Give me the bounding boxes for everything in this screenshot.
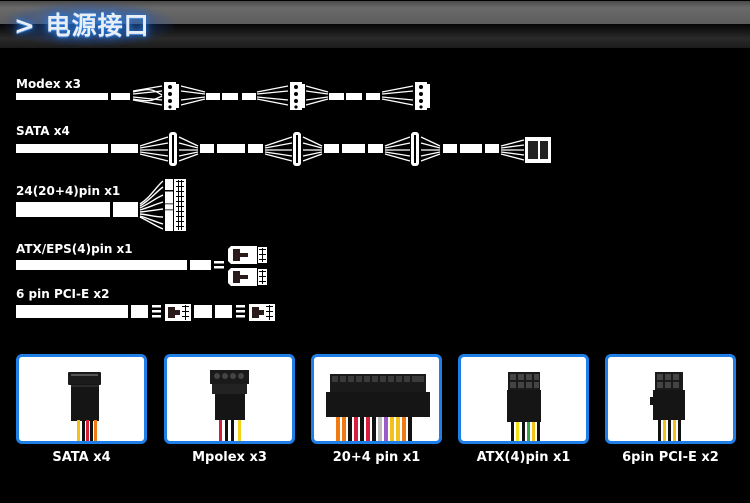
cable-label-atx24: 24(20+4)pin x1 bbox=[16, 184, 121, 198]
cable-pcie6 bbox=[16, 304, 275, 321]
pcie6-connector-photo bbox=[650, 372, 685, 441]
header-bar-top bbox=[0, 1, 750, 24]
cable-sata bbox=[16, 132, 551, 166]
card-atx24 bbox=[311, 354, 442, 444]
cable-diagram bbox=[16, 82, 551, 321]
section-header: > 电源接口 bbox=[0, 0, 750, 48]
card-label-sata: SATA x4 bbox=[52, 450, 111, 465]
sata-connector-photo bbox=[68, 372, 101, 441]
wire-fan-molex-4 bbox=[305, 85, 329, 106]
pcie6-connector-icon bbox=[165, 304, 191, 321]
cable-atx24 bbox=[16, 179, 186, 231]
cable-molex bbox=[16, 82, 430, 110]
atx24-connector-photo bbox=[326, 374, 430, 441]
wire-fan-sata-2 bbox=[178, 136, 199, 162]
wire-fan-sata-4 bbox=[302, 136, 323, 162]
pcie6-connector-icon bbox=[249, 304, 275, 321]
card-label-molex: Mpolex x3 bbox=[192, 450, 267, 465]
sata-end-connector-icon bbox=[525, 137, 551, 163]
card-label-atx24: 20+4 pin x1 bbox=[332, 450, 421, 465]
wire-fan-molex-5 bbox=[381, 85, 414, 106]
sata-connector-icon bbox=[411, 132, 419, 166]
cable-eps4 bbox=[16, 246, 267, 286]
card-label-atx4: ATX(4)pin x1 bbox=[476, 450, 571, 465]
wire-fan-sata-5 bbox=[384, 136, 411, 162]
chevron-right-icon: > bbox=[14, 11, 36, 40]
wire-fan-sata-1 bbox=[139, 136, 169, 162]
card-label-pcie6: 6pin PCI-E x2 bbox=[622, 450, 719, 465]
card-pcie6 bbox=[605, 354, 736, 444]
sata-connector-icon bbox=[293, 132, 301, 166]
wire-fan-atx24 bbox=[139, 180, 164, 230]
card-molex bbox=[164, 354, 295, 444]
atx4-connector-photo bbox=[507, 372, 541, 441]
sata-connector-icon bbox=[169, 132, 177, 166]
eps4-connector-icon bbox=[228, 246, 267, 264]
card-sata bbox=[16, 354, 147, 444]
atx24-connector-icon bbox=[165, 179, 186, 231]
card-atx4 bbox=[458, 354, 589, 444]
molex-connector-photo bbox=[210, 370, 249, 441]
section-title-text: 电源接口 bbox=[45, 11, 150, 40]
cable-label-pcie6: 6 pin PCI-E x2 bbox=[16, 287, 110, 301]
header-glow bbox=[4, 2, 174, 46]
molex-connector-icon bbox=[164, 82, 179, 110]
wire-fan-molex-3 bbox=[256, 85, 289, 106]
wire-fan-molex-2 bbox=[180, 85, 206, 106]
cable-label-molex: Modex x3 bbox=[16, 77, 81, 91]
section-title: > 电源接口 bbox=[14, 6, 150, 42]
molex-connector-icon bbox=[290, 82, 305, 110]
wire-fan-sata-6 bbox=[420, 136, 441, 162]
molex-connector-icon bbox=[415, 82, 430, 110]
eps4-connector-icon bbox=[228, 268, 267, 286]
wire-fan-sata-3 bbox=[264, 136, 293, 162]
wire-fan-molex-1 bbox=[132, 85, 163, 106]
cable-label-eps4: ATX/EPS(4)pin x1 bbox=[16, 242, 133, 256]
cable-label-sata: SATA x4 bbox=[16, 124, 70, 138]
wire-fan-sata-7 bbox=[500, 139, 525, 161]
